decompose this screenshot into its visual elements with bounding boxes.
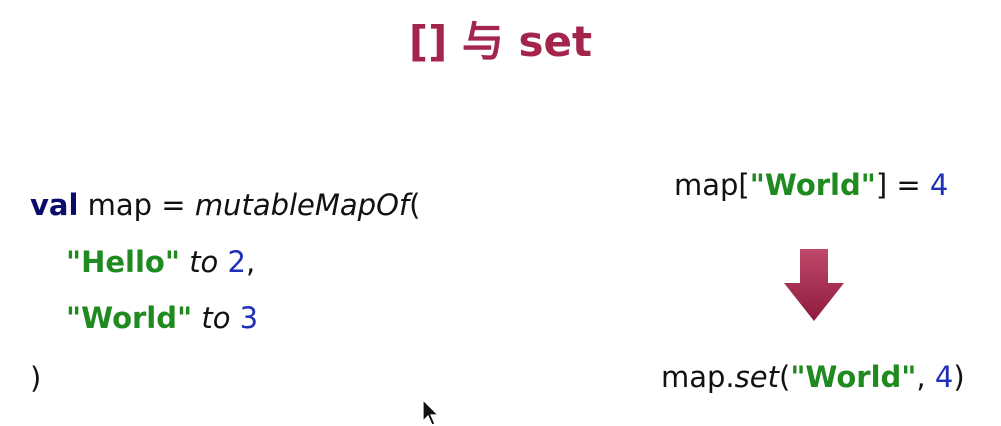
- code-paren: (: [409, 188, 421, 222]
- code-infix: to: [189, 245, 219, 279]
- code-comma: ,: [245, 245, 256, 279]
- code-index-assignment: map["World"] = 4: [674, 168, 948, 202]
- code-infix: to: [201, 301, 231, 335]
- code-number: 4: [929, 168, 949, 202]
- code-line-declaration: val map = mutableMapOf(: [30, 188, 420, 222]
- code-method: set: [734, 360, 779, 394]
- code-string: "World": [749, 168, 876, 202]
- code-line-hello-entry: "Hello" to 2,: [66, 245, 255, 279]
- code-set-call: map.set("World", 4): [661, 360, 965, 394]
- down-arrow-icon: [784, 249, 844, 321]
- code-string: "Hello": [66, 245, 180, 279]
- code-line-close: ): [30, 361, 41, 395]
- code-text: ,: [916, 360, 935, 394]
- code-number: 4: [934, 360, 954, 394]
- code-text: ] =: [875, 168, 930, 202]
- code-keyword: val: [30, 188, 79, 222]
- code-paren: (: [778, 360, 791, 394]
- code-number: 3: [239, 301, 259, 335]
- code-paren: ): [953, 360, 965, 394]
- code-text: map.: [661, 360, 735, 394]
- slide-title: [] 与 set: [408, 17, 593, 66]
- code-function: mutableMapOf: [194, 188, 410, 222]
- code-text: map =: [78, 188, 195, 222]
- code-string: "World": [66, 301, 193, 335]
- code-string: "World": [790, 360, 917, 394]
- code-text: map[: [674, 168, 750, 202]
- code-paren: ): [30, 361, 42, 395]
- mouse-pointer-icon: [422, 399, 440, 426]
- code-line-world-entry: "World" to 3: [66, 301, 258, 335]
- code-number: 2: [227, 245, 246, 279]
